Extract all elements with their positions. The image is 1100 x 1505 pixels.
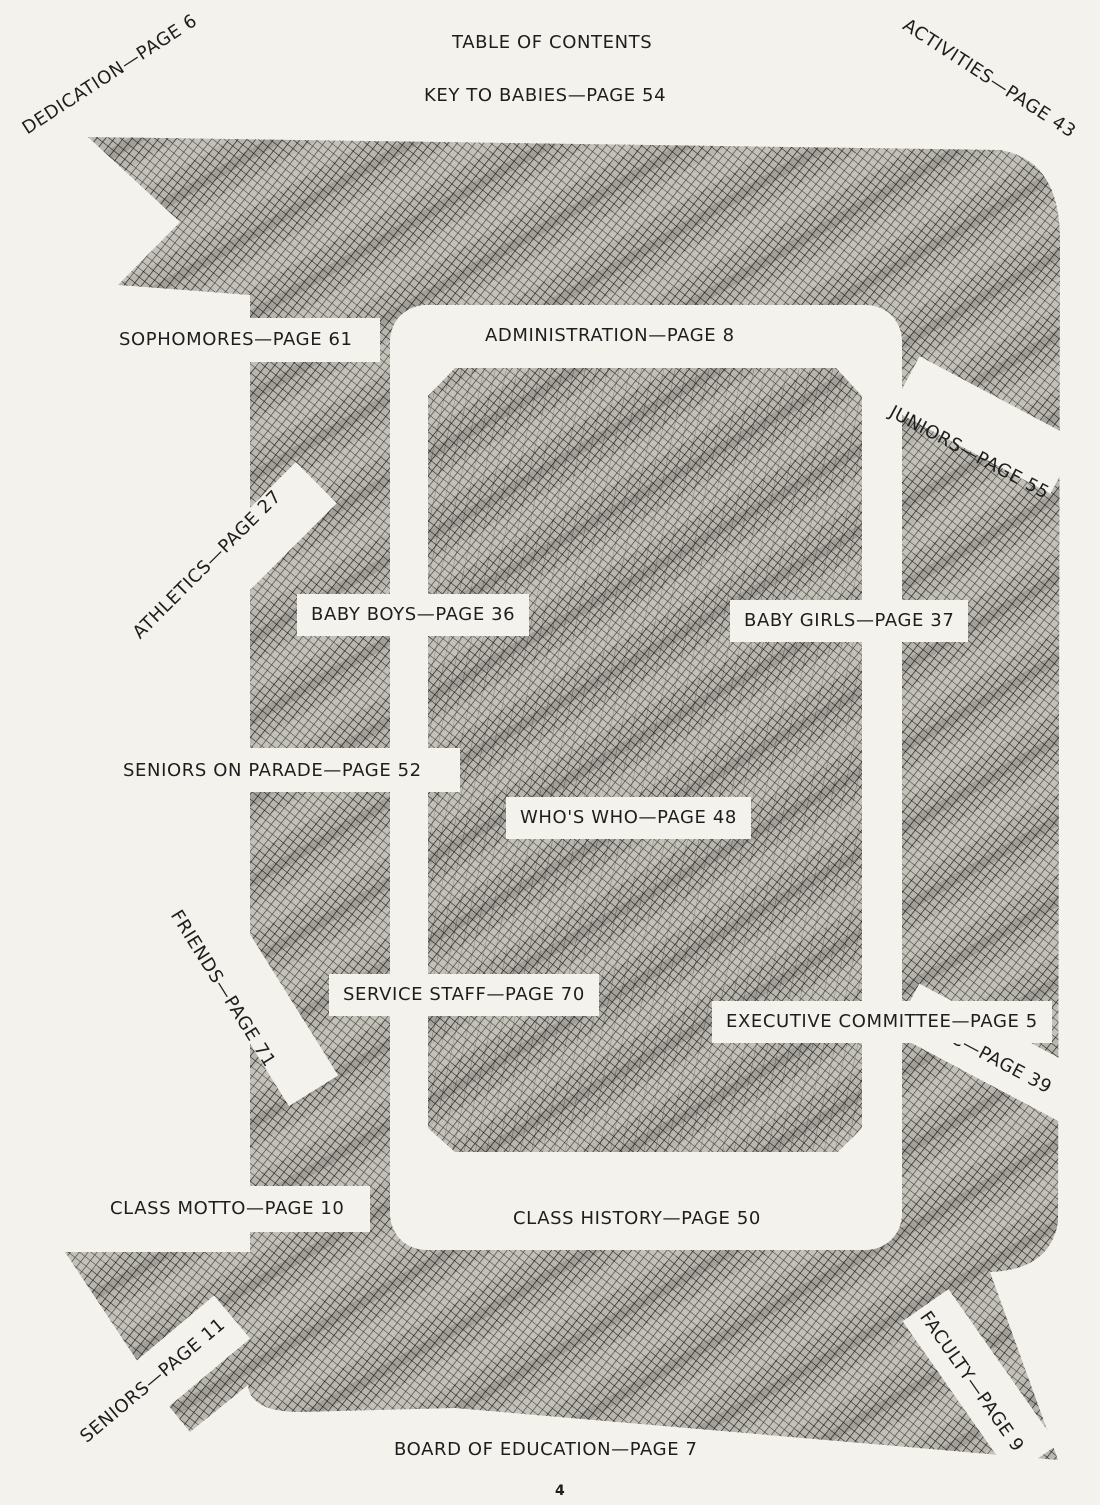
board-of-education-entry: BOARD OF EDUCATION—PAGE 7 bbox=[394, 1439, 698, 1460]
class-motto-entry: CLASS MOTTO—PAGE 10 bbox=[110, 1198, 345, 1219]
class-history-entry: CLASS HISTORY—PAGE 50 bbox=[513, 1208, 761, 1229]
executive-committee-label: EXECUTIVE COMMITTEE—PAGE 5 bbox=[712, 1001, 1052, 1043]
whos-who-label: WHO'S WHO—PAGE 48 bbox=[506, 797, 751, 839]
inner-field bbox=[428, 368, 862, 1152]
sophomores-entry: SOPHOMORES—PAGE 61 bbox=[119, 329, 353, 350]
service-staff-label: SERVICE STAFF—PAGE 70 bbox=[329, 974, 599, 1016]
seniors-on-parade-entry: SENIORS ON PARADE—PAGE 52 bbox=[123, 760, 422, 781]
baby-boys-label: BABY BOYS—PAGE 36 bbox=[297, 594, 530, 636]
label-bands bbox=[64, 318, 1088, 1477]
key-to-babies-entry: KEY TO BABIES—PAGE 54 bbox=[424, 85, 667, 106]
page-title: TABLE OF CONTENTS bbox=[452, 32, 653, 53]
page-number: 4 bbox=[555, 1483, 566, 1499]
baby-girls-label: BABY GIRLS—PAGE 37 bbox=[730, 600, 969, 642]
administration-entry: ADMINISTRATION—PAGE 8 bbox=[485, 325, 735, 346]
